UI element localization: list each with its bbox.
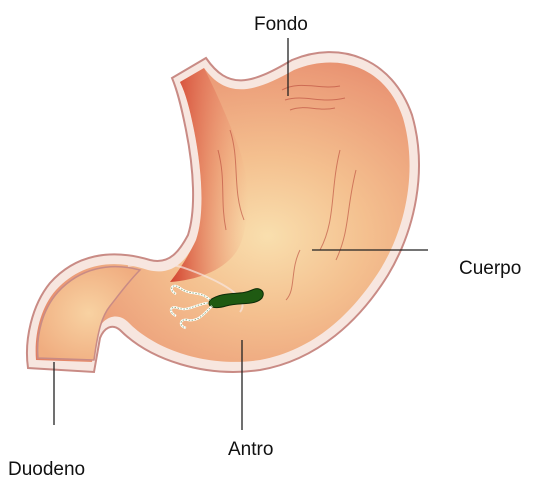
label-fondo: Fondo xyxy=(254,15,308,34)
label-duodeno: Duodeno xyxy=(8,460,85,479)
label-antro: Antro xyxy=(228,440,273,459)
label-cuerpo: Cuerpo xyxy=(459,259,521,278)
